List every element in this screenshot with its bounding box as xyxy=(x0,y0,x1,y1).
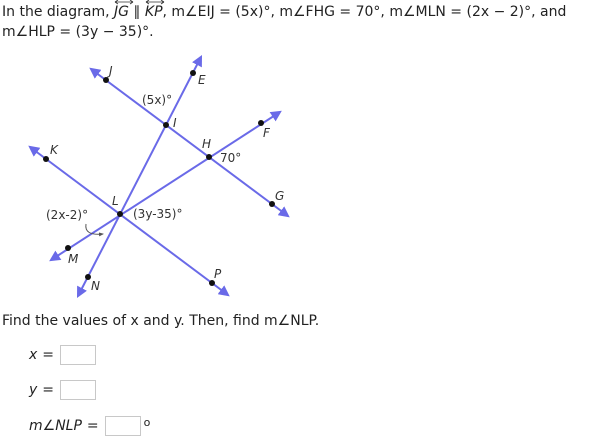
question-text: Find the values of x and y. Then, find m… xyxy=(2,313,320,329)
answer-label-y: y xyxy=(29,382,38,398)
label-j: J xyxy=(107,64,113,78)
label-k: K xyxy=(50,143,59,157)
answer-row-y: y = xyxy=(29,380,97,400)
ray-kp-label: KP xyxy=(144,4,163,20)
double-arrow-overline-icon xyxy=(114,0,134,5)
point-j xyxy=(103,77,109,83)
line-jg xyxy=(89,67,290,218)
curved-pointer-arrow-icon xyxy=(85,223,104,237)
double-arrow-overline-icon xyxy=(145,0,165,5)
label-m: M xyxy=(68,252,79,266)
label-l: L xyxy=(112,194,119,208)
label-p: P xyxy=(214,267,222,281)
angle-label-fhg: 70° xyxy=(220,151,241,165)
equals-sign: = xyxy=(42,382,55,398)
parallel-symbol: ∥ xyxy=(128,4,145,20)
prompt-line-1: In the diagram, JG ∥ KP, m∠EIJ = (5x)°, … xyxy=(2,0,600,22)
point-k xyxy=(43,156,49,162)
label-n: N xyxy=(91,279,100,293)
point-p xyxy=(209,280,215,286)
answer-label-angle-nlp: m∠NLP xyxy=(29,418,82,434)
point-g xyxy=(269,201,275,207)
answer-row-angle-nlp: m∠NLP = o xyxy=(29,416,150,436)
degree-symbol: o xyxy=(143,415,151,429)
angle-label-hlp: (3y-35)° xyxy=(133,207,183,221)
equals-sign: = xyxy=(86,418,99,434)
line-fm xyxy=(49,110,282,262)
point-i xyxy=(163,122,169,128)
angle-label-mln: (2x-2)° xyxy=(46,208,88,222)
equals-sign: = xyxy=(42,347,55,363)
answer-label-x: x xyxy=(29,347,38,363)
point-h xyxy=(206,154,212,160)
x-input[interactable] xyxy=(60,345,97,365)
point-l xyxy=(117,211,123,217)
point-m xyxy=(65,245,71,251)
point-n xyxy=(85,274,91,280)
problem-statement: In the diagram, JG ∥ KP, m∠EIJ = (5x)°, … xyxy=(2,0,600,42)
point-f xyxy=(258,120,264,126)
answer-row-x: x = xyxy=(29,345,97,365)
ray-jg-label: JG xyxy=(114,4,129,20)
y-input[interactable] xyxy=(60,380,97,400)
prompt-line-2: m∠HLP = (3y − 35)°. xyxy=(2,24,154,40)
angle-nlp-input[interactable] xyxy=(104,416,141,436)
label-i: I xyxy=(173,116,177,130)
label-g: G xyxy=(275,189,284,203)
prompt-intro: In the diagram, xyxy=(2,4,114,20)
label-f: F xyxy=(263,126,271,140)
label-e: E xyxy=(198,73,206,87)
prompt-givens: , m∠EIJ = (5x)°, m∠FHG = 70°, m∠MLN = (2… xyxy=(162,4,567,20)
point-e xyxy=(190,70,196,76)
geometry-diagram: J E I H F G K L M N P (5x)° 70° (2x-2)° … xyxy=(28,55,290,298)
angle-label-eij: (5x)° xyxy=(142,93,172,107)
ray-jg: JG xyxy=(114,0,134,22)
label-h: H xyxy=(202,137,211,151)
ray-kp: KP xyxy=(144,0,165,22)
